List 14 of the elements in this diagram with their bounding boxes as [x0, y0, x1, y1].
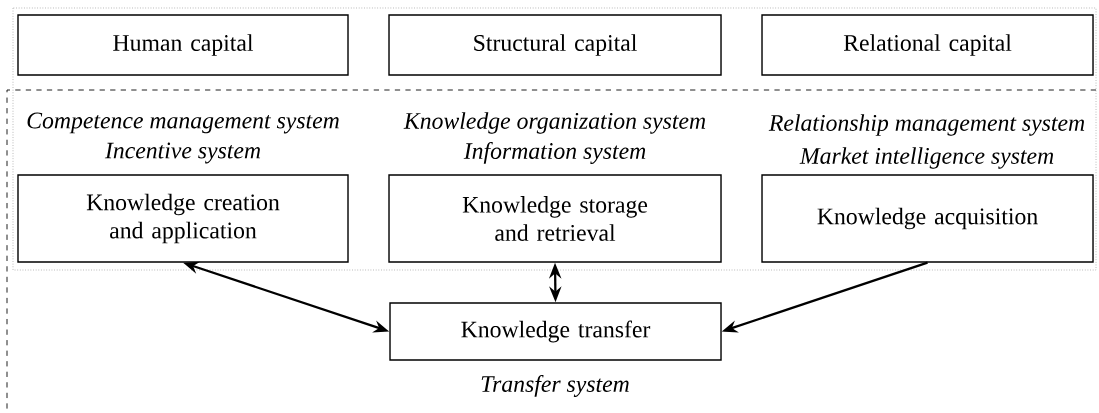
system-label: Incentive system: [104, 142, 261, 164]
system-label: Knowledge organization system: [403, 112, 706, 134]
process-box: Knowledge creation and application: [17, 174, 349, 263]
system-label: Market intelligence system: [799, 147, 1054, 169]
process-box: Knowledge acquisition: [761, 174, 1094, 263]
system-label: Competence management system: [27, 112, 339, 134]
process-box: Human capital: [17, 14, 349, 76]
system-label: Relationship management system: [768, 114, 1085, 136]
process-box: Relational capital: [761, 14, 1094, 76]
process-box: Knowledge transfer: [389, 302, 722, 361]
system-label: Transfer system: [481, 375, 629, 397]
process-box: Structural capital: [388, 14, 722, 76]
process-box: Knowledge storage and retrieval: [388, 174, 722, 263]
system-label: Information system: [463, 142, 646, 164]
